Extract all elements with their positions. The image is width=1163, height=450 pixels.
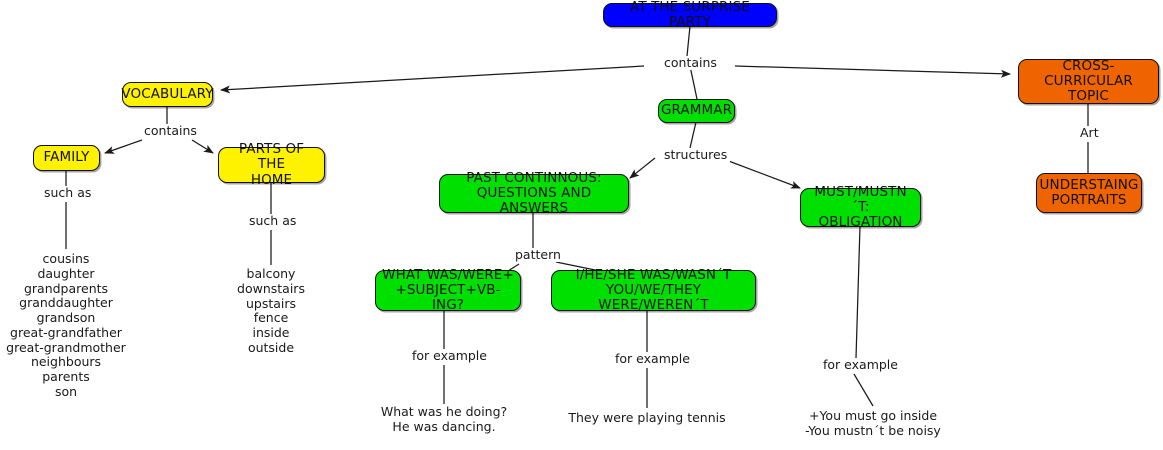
edge-for-example-to-must-example bbox=[853, 373, 874, 407]
link-label-art: Art bbox=[1077, 125, 1102, 141]
link-label-must-for-example: for example bbox=[820, 357, 901, 373]
node-past-continuous[interactable]: PAST CONTINNOUS: QUESTIONS AND ANSWERS bbox=[439, 170, 629, 216]
node-root[interactable]: AT THE SURPRISE PARTY bbox=[603, 0, 777, 30]
link-label-answer-for-example: for example bbox=[612, 351, 693, 367]
link-label-root-contains: contains bbox=[661, 55, 720, 71]
node-pattern-answer[interactable]: I/HE/SHE WAS/WASN´T YOU/WE/THEY WERE/WER… bbox=[551, 267, 756, 313]
link-label-grammar-structures: structures bbox=[661, 147, 731, 163]
edge-contains-to-cross-curricular bbox=[734, 65, 1011, 78]
node-family[interactable]: FAMILY bbox=[33, 145, 100, 171]
edge-grammar-to-structures bbox=[689, 121, 697, 149]
link-label-family-such-as: such as bbox=[41, 185, 95, 201]
edge-structures-to-must-mustnt bbox=[725, 159, 801, 189]
node-vocabulary[interactable]: VOCABULARY bbox=[121, 82, 214, 107]
link-label-question-for-example: for example bbox=[409, 348, 490, 364]
node-pattern-question[interactable]: WHAT WAS/WERE+ +SUBJECT+VB-ING? bbox=[375, 267, 521, 313]
edge-contains-to-vocabulary bbox=[220, 65, 645, 94]
link-label-home-such-as: such as bbox=[246, 213, 300, 229]
leaf-home-words: balcony downstairs upstairs fence inside… bbox=[237, 266, 305, 355]
leaf-answer-example: They were playing tennis bbox=[568, 410, 726, 425]
link-label-vocabulary-contains: contains bbox=[141, 123, 200, 139]
edge-structures-to-past-continuous bbox=[629, 157, 656, 179]
link-label-pattern: pattern bbox=[512, 247, 564, 263]
edge-root-to-contains bbox=[686, 25, 691, 57]
edge-contains2-to-family bbox=[104, 139, 143, 154]
edge-contains2-to-parts-of-home bbox=[191, 139, 214, 154]
leaf-question-example: What was he doing? He was dancing. bbox=[380, 404, 508, 434]
leaf-must-example: +You must go inside -You mustn´t be nois… bbox=[805, 408, 941, 438]
node-understanding-portraits[interactable]: UNDERSTAING PORTRAITS bbox=[1036, 173, 1142, 213]
edge-contains-to-grammar bbox=[689, 65, 698, 100]
node-cross-curricular-topic[interactable]: CROSS-CURRICULAR TOPIC bbox=[1018, 58, 1159, 104]
edge-must-to-for-example bbox=[855, 225, 861, 359]
leaf-family-words: cousins daughter grandparents granddaugh… bbox=[6, 251, 126, 399]
node-grammar[interactable]: GRAMMAR bbox=[658, 99, 735, 123]
node-parts-of-the-home[interactable]: PARTS OF THE HOME bbox=[218, 142, 325, 187]
node-must-mustnt[interactable]: MUST/MUSTN´T: OBLIGATION bbox=[800, 184, 921, 230]
